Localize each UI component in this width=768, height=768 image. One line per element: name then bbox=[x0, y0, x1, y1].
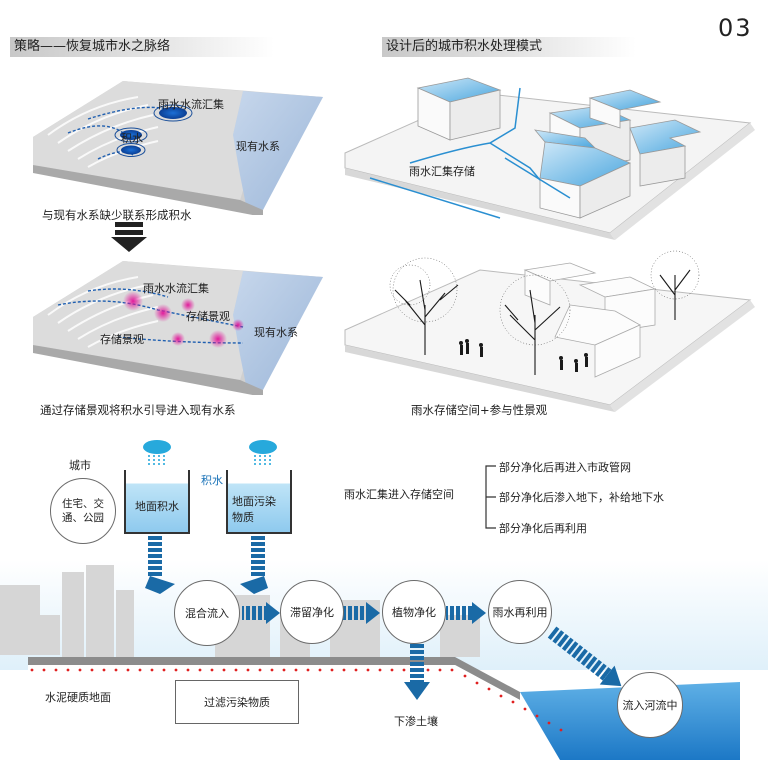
node-into-river: 流入河流中 bbox=[617, 672, 683, 738]
node-reuse: 雨水再利用 bbox=[488, 580, 552, 644]
label-storage-a: 存储景观 bbox=[186, 310, 230, 323]
water-tag: 积水 bbox=[201, 474, 223, 487]
branch-bracket bbox=[485, 465, 496, 529]
city-model-top bbox=[344, 77, 755, 240]
node-plant-purification: 植物净化 bbox=[382, 580, 446, 644]
label-river-top: 现有水系 bbox=[236, 140, 280, 153]
rain-cloud-icon bbox=[249, 440, 277, 467]
tank-pollutants-label: 地面污染物质 bbox=[232, 495, 276, 524]
label-ground: 水泥硬质地面 bbox=[45, 691, 111, 704]
page-number: 03 bbox=[718, 14, 753, 42]
label-storage-b: 存储景观 bbox=[100, 333, 144, 346]
node-mixed-inflow-label: 混合流入 bbox=[185, 607, 229, 620]
branch-2: 部分净化后渗入地下，补给地下水 bbox=[499, 491, 664, 504]
flow-arrows bbox=[145, 534, 622, 700]
label-pond: 积水 bbox=[121, 132, 143, 145]
node-reuse-label: 雨水再利用 bbox=[492, 606, 548, 619]
label-collect-top: 雨水水流汇集 bbox=[158, 98, 224, 111]
node-into-river-label: 流入河流中 bbox=[622, 699, 678, 712]
down-arrow-icon bbox=[111, 222, 147, 252]
caption-before: 与现有水系缺少联系形成积水 bbox=[42, 208, 192, 222]
caption-after: 通过存储景观将积水引导进入现有水系 bbox=[40, 403, 236, 417]
caption-storage-landscape: 雨水存储空间+参与性景观 bbox=[411, 403, 548, 417]
rain-cloud-icon bbox=[143, 440, 171, 467]
node-mixed-inflow: 混合流入 bbox=[174, 580, 240, 646]
city-title: 城市 bbox=[69, 459, 91, 472]
terrain-diagram-before bbox=[33, 81, 323, 215]
storage-head: 雨水汇集进入存储空间 bbox=[344, 488, 454, 501]
label-collect-storage: 雨水汇集存储 bbox=[409, 165, 475, 178]
filter-box-label: 过滤污染物质 bbox=[204, 696, 270, 709]
city-circle: 住宅、交通、公园 bbox=[50, 478, 116, 544]
city-circle-label: 住宅、交通、公园 bbox=[62, 498, 104, 524]
header-strategy: 策略——恢复城市水之脉络 bbox=[10, 37, 274, 57]
tank-ground-water-label: 地面积水 bbox=[135, 500, 179, 513]
branch-1: 部分净化后再进入市政管网 bbox=[499, 461, 631, 474]
terrain-diagram-after bbox=[33, 261, 323, 395]
label-collect-mid: 雨水水流汇集 bbox=[143, 282, 209, 295]
node-plant-purification-label: 植物净化 bbox=[392, 606, 436, 619]
tank-pollutants: 地面污染物质 bbox=[226, 470, 292, 534]
node-retention: 滞留净化 bbox=[280, 580, 344, 644]
label-river-mid: 现有水系 bbox=[254, 326, 298, 339]
branch-3: 部分净化后再利用 bbox=[499, 522, 587, 535]
node-retention-label: 滞留净化 bbox=[290, 606, 334, 619]
city-model-trees bbox=[344, 250, 755, 412]
filter-box: 过滤污染物质 bbox=[175, 680, 299, 724]
tank-ground-water: 地面积水 bbox=[124, 470, 190, 534]
header-mode: 设计后的城市积水处理模式 bbox=[382, 37, 636, 57]
label-infiltrate: 下渗土壤 bbox=[394, 715, 438, 728]
